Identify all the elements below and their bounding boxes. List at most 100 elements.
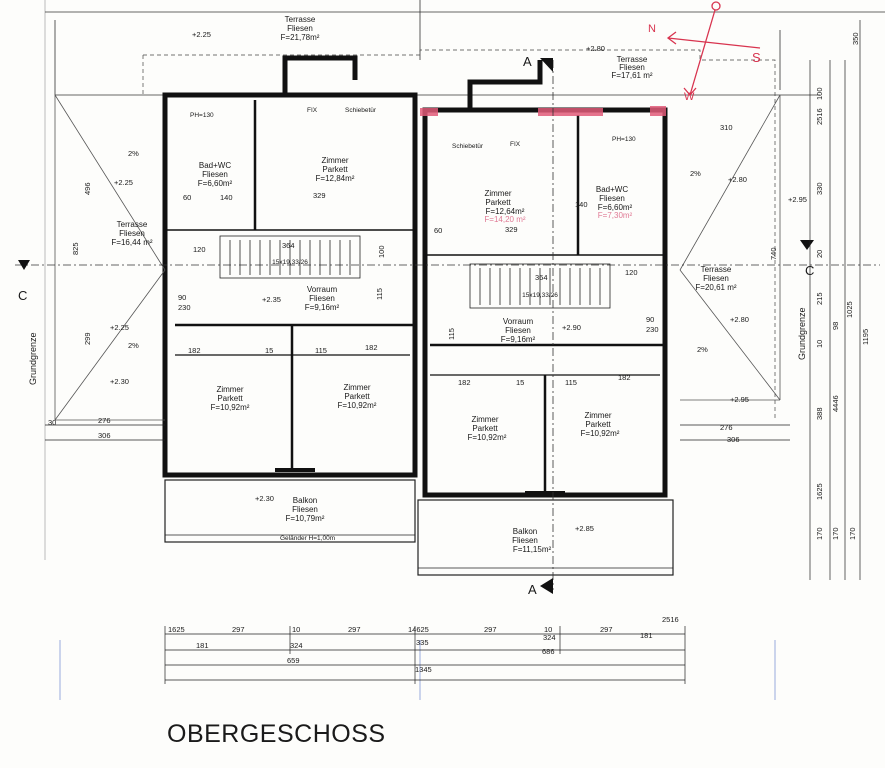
dim-label: 297 [600, 625, 613, 634]
level-marker: +2.25 [114, 178, 133, 187]
dim-label: 350 [851, 32, 860, 45]
level-marker: +2.85 [575, 524, 594, 533]
page-title: OBERGESCHOSS [167, 720, 386, 748]
level-marker: +2.30 [255, 494, 274, 503]
right-zimmer-top-label-1: Zimmer [484, 189, 511, 198]
dim-label: 1195 [861, 329, 870, 345]
compass-sketch [666, 1, 761, 96]
right-terrasse-top-label-1: Terrasse [617, 55, 648, 64]
dim-label: 215 [815, 292, 824, 305]
level-marker: +2.80 [586, 44, 605, 53]
grundgrenze-left-label: Grundgrenze [28, 332, 38, 385]
section-c-left: C [18, 288, 27, 303]
dim-label: 14625 [408, 625, 429, 634]
dim-label: 299 [83, 332, 92, 345]
dim-label: 1625 [815, 483, 824, 500]
right-balcony [417, 499, 674, 576]
right-stairs-label: 15x19,33/26 [522, 292, 558, 299]
dim-label: 276 [98, 416, 111, 425]
right-zimmer-bl-label-1: Zimmer [471, 415, 498, 424]
right-zimmer-br-label-1: Zimmer [584, 411, 611, 420]
dim-label: 60 [183, 193, 191, 202]
dim-label: 324 [543, 633, 556, 642]
section-a-top: A [523, 54, 532, 69]
dim-label: 276 [720, 423, 733, 432]
level-marker: +2.80 [728, 175, 747, 184]
slope-label: 2% [128, 341, 139, 350]
highlighted-walls [420, 106, 666, 116]
level-marker: +2.25 [192, 30, 211, 39]
level-marker: +2.25 [110, 323, 129, 332]
dim-label: 98 [831, 322, 840, 330]
slope-label: 2% [690, 169, 701, 178]
dim-label: 20 [815, 250, 824, 258]
left-zimmer-br-label-3: F=10,92m² [338, 401, 377, 410]
right-fix-label: FIX [510, 141, 521, 148]
dim-label: 10 [292, 625, 300, 634]
right-zimmer-top-label-2: Parkett [485, 198, 511, 207]
right-ph-label: PH=130 [612, 136, 636, 143]
right-zimmer-top-label-3: F=12,64m² [486, 207, 525, 216]
level-marker: +2.95 [788, 195, 807, 204]
dim-label: 120 [625, 268, 638, 277]
left-terrasse-side-label-3: F=16,44 m² [111, 238, 152, 247]
level-markers: +2.25 +2.80 +2.25 +2.35 +2.25 +2.30 +2.3… [110, 30, 807, 533]
left-fix-label: FIX [307, 107, 318, 114]
left-stairs-label: 15x19,33/26 [272, 259, 308, 266]
dim-label: 182 [365, 343, 378, 352]
slope-labels: 2% 2% 2% 2% [128, 149, 708, 354]
left-terrasse-side-label-1: Terrasse [117, 220, 148, 229]
dim-label: 182 [188, 346, 201, 355]
dim-label: 1345 [415, 665, 432, 674]
dim-label: 825 [71, 242, 80, 255]
right-terrasse-top-label-2: Fliesen [619, 63, 645, 72]
dim-label: 30 [48, 418, 56, 427]
left-terrasse-top-label-3: F=21,78m² [281, 33, 320, 42]
dim-label: 330 [815, 182, 824, 195]
right-terrasse-side-label-2: Fliesen [703, 274, 729, 283]
left-bad-label-3: F=6,60m² [198, 179, 233, 188]
left-stairs [219, 235, 361, 279]
dim-label: 170 [848, 527, 857, 540]
compass-n: N [648, 23, 656, 35]
left-terrasse-top-label-1: Terrasse [285, 15, 316, 24]
dim-label: 388 [815, 407, 824, 420]
left-zimmer-br-label-1: Zimmer [343, 383, 370, 392]
dim-label: 170 [815, 527, 824, 540]
slope-label: 2% [697, 345, 708, 354]
left-terrasse-top-label-2: Fliesen [287, 24, 313, 33]
dim-label: 686 [542, 647, 555, 656]
right-bad-label-1: Bad+WC [596, 185, 628, 194]
dim-label: 306 [98, 431, 111, 440]
right-zimmer-br-label-3: F=10,92m² [581, 429, 620, 438]
level-marker: +2.30 [110, 377, 129, 386]
dim-label: 659 [287, 656, 300, 665]
left-ph-label: PH=130 [190, 112, 214, 119]
right-zimmer-bl-label-2: Parkett [472, 424, 498, 433]
section-arrows [18, 58, 814, 594]
level-marker: +2.95 [730, 395, 749, 404]
right-dimension-lines [809, 20, 861, 580]
dim-label: 306 [727, 435, 740, 444]
left-zimmer-bl-label-2: Parkett [217, 394, 243, 403]
right-zimmer-top-label-4: F=14,20 m² [484, 215, 525, 224]
left-vorraum-label-3: F=9,16m² [305, 303, 340, 312]
level-marker: +2.80 [730, 315, 749, 324]
dim-label: 115 [447, 328, 456, 340]
dim-label: 329 [505, 225, 518, 234]
right-schiebetuer-label: Schiebetür [452, 143, 484, 150]
right-terrasse-top-label-3: F=17,61 m² [611, 71, 652, 80]
dim-label: 10 [815, 340, 824, 348]
dim-label: 115 [375, 288, 384, 300]
dim-label: 90 [178, 293, 186, 302]
left-vorraum-label-2: Fliesen [309, 294, 335, 303]
dim-label: 115 [315, 346, 327, 355]
dim-label: 310 [720, 123, 733, 132]
roof-lines [54, 94, 781, 421]
right-balkon-label-2: Fliesen [512, 536, 538, 545]
dim-label: 740 [769, 247, 778, 260]
dim-label: 2516 [815, 108, 824, 125]
section-lines [15, 60, 880, 590]
